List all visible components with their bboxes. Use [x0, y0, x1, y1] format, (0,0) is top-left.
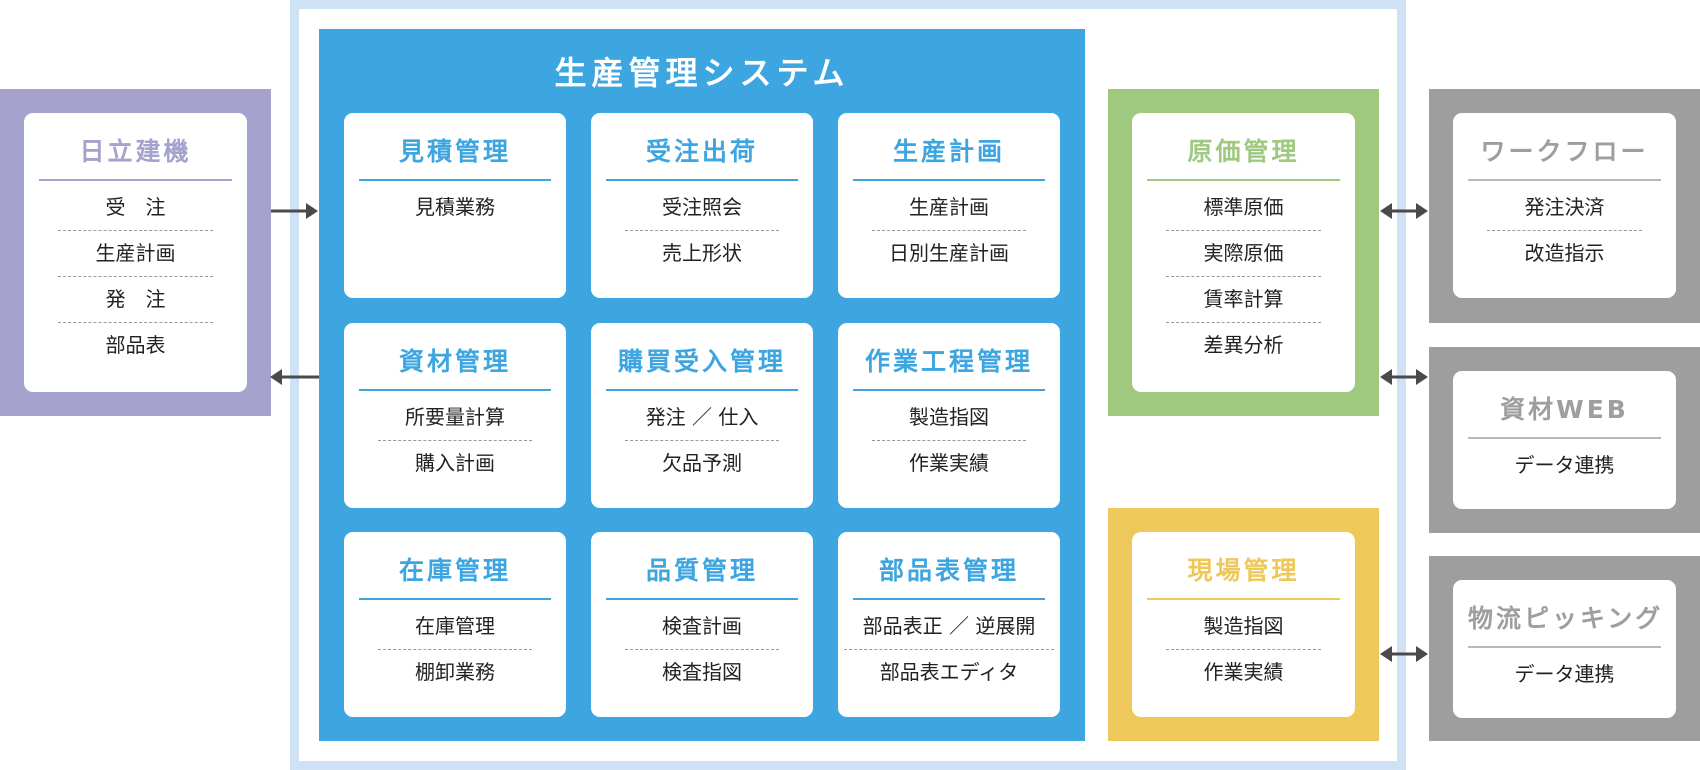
workflow-item: 改造指示	[1524, 241, 1605, 265]
module-title: 受注出荷	[606, 137, 798, 181]
module-item: 在庫管理	[378, 604, 532, 650]
module-item: 売上形状	[662, 241, 742, 265]
module-production-plan: 生産計画 生産計画 日別生産計画	[838, 113, 1060, 298]
module-item: 見積業務	[415, 195, 495, 219]
hitachi-item: 発 注	[58, 277, 213, 323]
material-web-title: 資材WEB	[1468, 395, 1661, 439]
workflow-title: ワークフロー	[1468, 137, 1661, 181]
hitachi-item: 生産計画	[58, 231, 213, 277]
module-item: 部品表正 ／ 逆展開	[844, 604, 1054, 650]
production-system-title: 生産管理システム	[554, 54, 850, 92]
hitachi-title: 日立建機	[39, 137, 232, 181]
cost-item: 標準原価	[1166, 185, 1321, 231]
module-item: 発注 ／ 仕入	[625, 395, 779, 441]
double-arrow-icon	[1380, 203, 1428, 219]
module-title: 購買受入管理	[606, 347, 798, 391]
arrow-right-icon	[271, 203, 318, 219]
workflow-card: ワークフロー 発注決済 改造指示	[1453, 113, 1676, 298]
double-arrow-icon	[1380, 369, 1428, 385]
module-order-shipping: 受注出荷 受注照会 売上形状	[591, 113, 813, 298]
module-item: 購入計画	[415, 451, 495, 475]
module-item: 検査指図	[662, 660, 742, 684]
module-title: 資材管理	[359, 347, 551, 391]
module-title: 見積管理	[359, 137, 551, 181]
module-inventory: 在庫管理 在庫管理 棚卸業務	[344, 532, 566, 717]
field-item: 作業実績	[1203, 660, 1284, 684]
module-item: 製造指図	[872, 395, 1026, 441]
cost-item: 賃率計算	[1166, 277, 1321, 323]
module-item: 生産計画	[872, 185, 1026, 231]
module-work-process: 作業工程管理 製造指図 作業実績	[838, 323, 1060, 508]
module-item: 欠品予測	[662, 451, 742, 475]
module-item: 日別生産計画	[889, 241, 1009, 265]
module-title: 在庫管理	[359, 556, 551, 600]
module-material: 資材管理 所要量計算 購入計画	[344, 323, 566, 508]
field-management-card: 現場管理 製造指図 作業実績	[1132, 532, 1355, 717]
cost-management-card: 原価管理 標準原価 実際原価 賃率計算 差異分析	[1132, 113, 1355, 392]
module-item: 所要量計算	[378, 395, 532, 441]
module-title: 部品表管理	[853, 556, 1045, 600]
module-purchasing: 購買受入管理 発注 ／ 仕入 欠品予測	[591, 323, 813, 508]
module-item: 部品表エディタ	[879, 660, 1019, 684]
cost-item: 差異分析	[1203, 333, 1284, 357]
module-title: 作業工程管理	[853, 347, 1045, 391]
module-bom: 部品表管理 部品表正 ／ 逆展開 部品表エディタ	[838, 532, 1060, 717]
cost-management-title: 原価管理	[1147, 137, 1340, 181]
module-item: 受注照会	[625, 185, 779, 231]
workflow-item: 発注決済	[1487, 185, 1642, 231]
logistics-card: 物流ピッキング データ連携	[1453, 580, 1676, 718]
module-item: 検査計画	[625, 604, 779, 650]
module-quality: 品質管理 検査計画 検査指図	[591, 532, 813, 717]
hitachi-item: 部品表	[105, 333, 166, 357]
module-title: 品質管理	[606, 556, 798, 600]
module-item: 棚卸業務	[415, 660, 495, 684]
hitachi-card: 日立建機 受 注 生産計画 発 注 部品表	[24, 113, 247, 392]
module-item: 作業実績	[909, 451, 989, 475]
module-estimate: 見積管理 見積業務	[344, 113, 566, 298]
logistics-title: 物流ピッキング	[1468, 604, 1661, 648]
field-item: 製造指図	[1166, 604, 1321, 650]
material-web-card: 資材WEB データ連携	[1453, 371, 1676, 509]
logistics-item: データ連携	[1514, 662, 1615, 686]
arrow-left-icon	[270, 369, 319, 385]
module-title: 生産計画	[853, 137, 1045, 181]
field-management-title: 現場管理	[1147, 556, 1340, 600]
double-arrow-icon	[1380, 646, 1428, 662]
material-web-item: データ連携	[1514, 453, 1615, 477]
cost-item: 実際原価	[1166, 231, 1321, 277]
hitachi-item: 受 注	[58, 185, 213, 231]
